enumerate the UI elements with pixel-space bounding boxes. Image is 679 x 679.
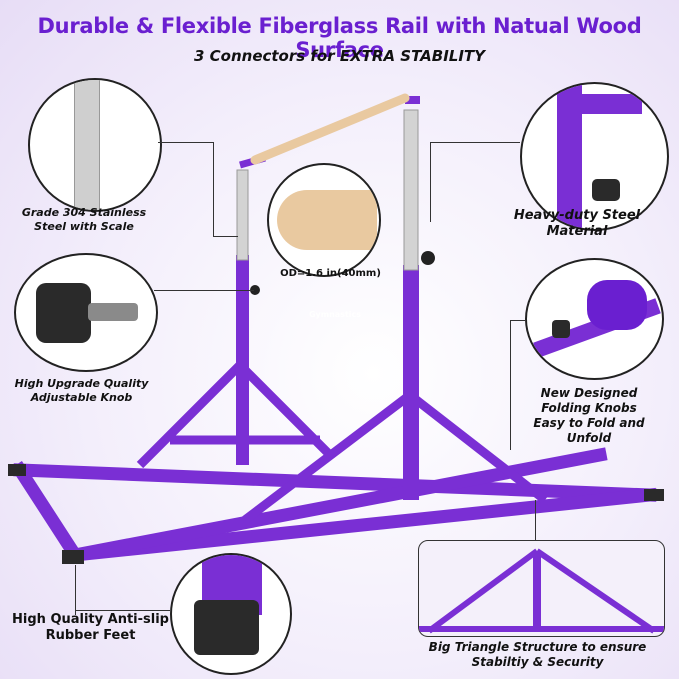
right-upright-steel	[403, 109, 419, 271]
adjustable-knob-label: High Upgrade Quality Adjustable Knob	[14, 377, 149, 404]
foot-2	[62, 550, 84, 564]
steel-scale-label: Grade 304 Stainless Steel with Scale	[21, 206, 147, 233]
knob-circle	[14, 253, 158, 372]
heavy-duty-circle	[520, 82, 669, 231]
foot-3	[644, 489, 664, 501]
foot-1	[8, 464, 26, 476]
steel-scale-circle	[28, 78, 162, 212]
brand-text: Gymnastics	[308, 310, 362, 319]
rubber-feet-circle	[170, 553, 292, 675]
right-knob	[421, 251, 435, 265]
right-upright-lower	[403, 265, 419, 500]
left-upright-steel	[236, 169, 249, 261]
wood-rail	[250, 93, 410, 165]
headline-subtitle: 3 Connectors for EXTRA STABILITY	[193, 47, 486, 65]
triangle-label: Big Triangle Structure to ensure Stabilt…	[428, 640, 647, 669]
od-label: OD=1.6 in(40mm)	[280, 268, 381, 279]
folding-knob-circle	[525, 258, 664, 380]
heavy-duty-label: Heavy-duty Steel Material	[513, 208, 641, 240]
left-upright-lower	[236, 255, 249, 465]
left-knob	[250, 285, 260, 295]
triangle-pane	[418, 540, 665, 637]
rubber-feet-label: High Quality Anti-slip Rubber Feet	[12, 612, 169, 644]
triangle-legs	[136, 361, 548, 524]
folding-knobs-label: New Designed Folding Knobs Easy to Fold …	[533, 386, 645, 445]
headline-title: Durable & Flexible Fiberglass Rail with …	[37, 14, 642, 62]
wood-rail-circle	[267, 163, 381, 277]
